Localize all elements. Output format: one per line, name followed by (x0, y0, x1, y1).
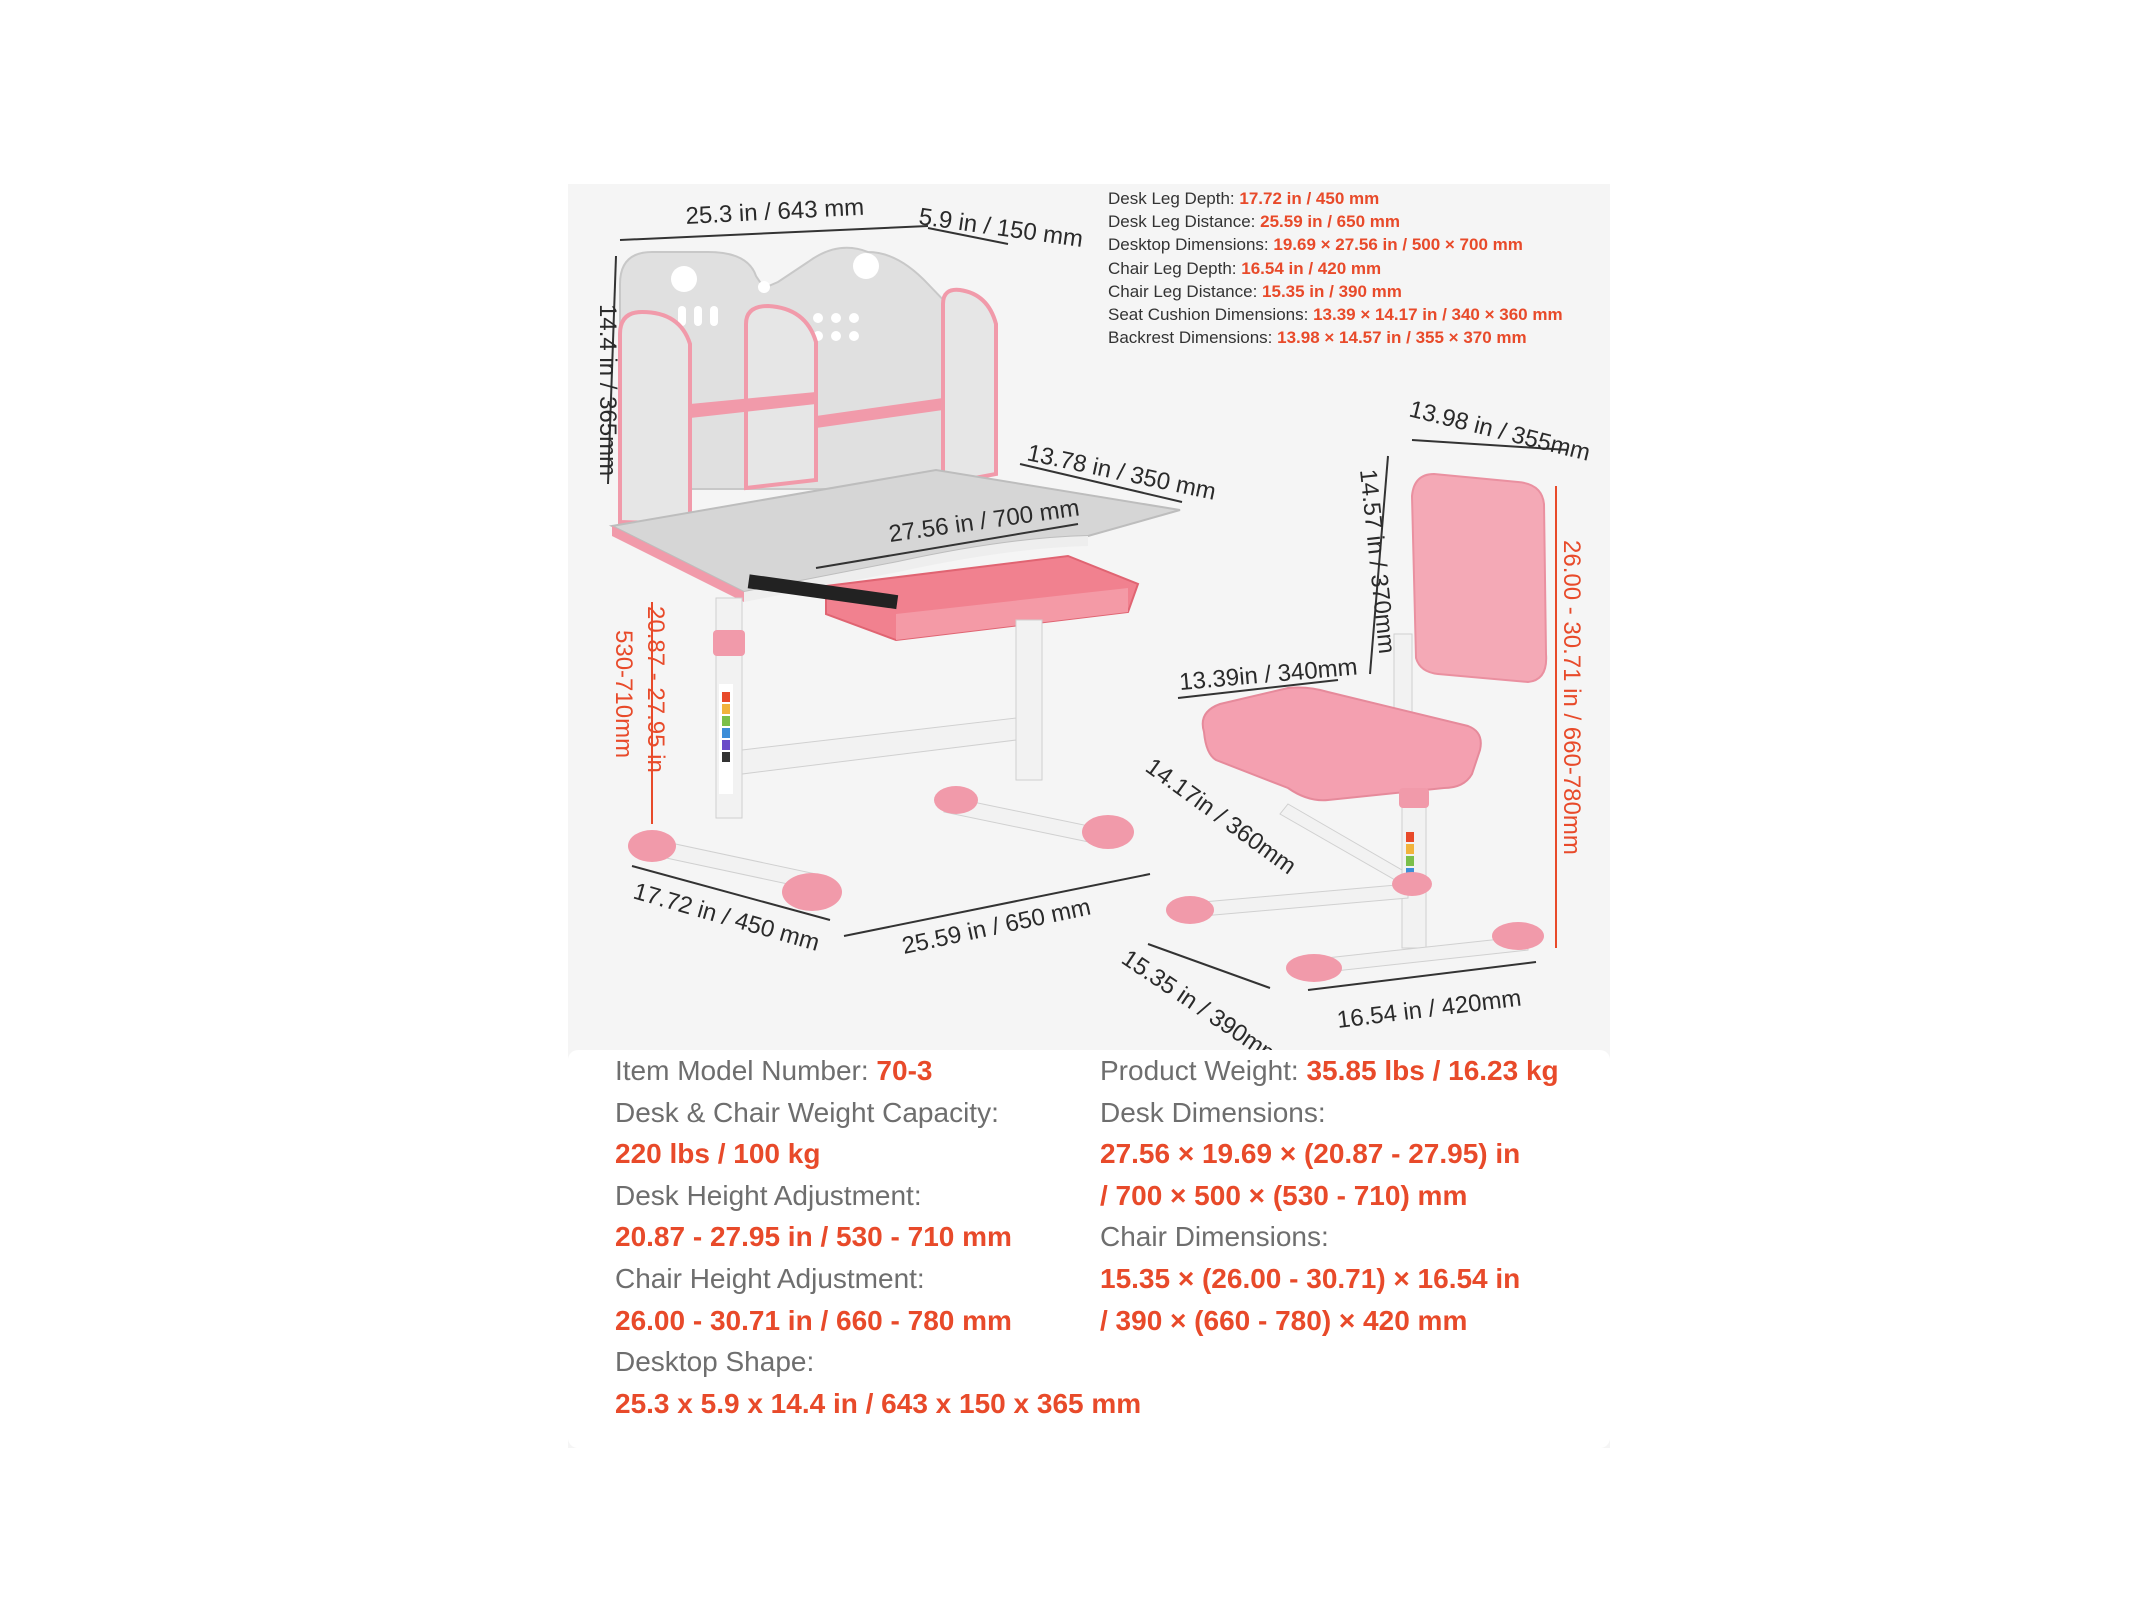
chair-seat (1201, 686, 1482, 802)
desk-height-label-mm: 530-710mm (610, 630, 637, 758)
backrest-width-label: 13.98 in / 355mm (1407, 396, 1593, 467)
backrest-height-label: 14.57 in / 370mm (1354, 468, 1400, 655)
desk-crossbar (741, 717, 1017, 775)
desk-foot-cap-1 (628, 830, 676, 862)
desk-dimensions-value-in: 27.56 × 19.69 × (20.87 - 27.95) in (1100, 1138, 1521, 1170)
hutch-width-label: 25.3 in / 643 mm (685, 194, 865, 230)
chair-backrest (1410, 472, 1548, 684)
chair-diagonal-brace (1279, 803, 1403, 885)
desktop-shape-value: 25.3 x 5.9 x 14.4 in / 643 x 150 x 365 m… (615, 1387, 1142, 1419)
chair-foot-cap-1 (1166, 896, 1214, 924)
chair-height-adjust-label: Chair Height Adjustment: (615, 1263, 925, 1294)
desktop-shape-label: Desktop Shape: (615, 1346, 815, 1378)
desktop-front-edge (744, 536, 1088, 602)
spec-legend: Desk Leg Depth: 17.72 in / 450 mm Desk L… (1108, 187, 1563, 349)
desk-foot-cap-3 (934, 786, 978, 814)
drawer-front (896, 588, 1128, 640)
chair-foot-left (1179, 883, 1409, 919)
desk-height-adjust-value: 20.87 - 27.95 in / 530 - 710 mm (615, 1221, 1012, 1253)
product-diagram: 25.3 in / 643 mm 5.9 in / 150 mm 14.4 in… (594, 194, 1593, 1050)
hutch-left-side (618, 309, 692, 527)
hutch-shelf-left (690, 392, 816, 418)
chair-foot-cap-2 (1392, 872, 1432, 896)
chair-dimensions-value-mm: / 390 × (660 - 780) × 420 mm (1100, 1304, 1468, 1336)
chair-height-label: 26.00 - 30.71 in / 660-780mm (1558, 540, 1585, 855)
chair-illustration (1166, 472, 1548, 982)
hutch-cutouts (671, 253, 879, 341)
chair-post-collar (1399, 788, 1429, 808)
desk-foot-cap-2 (782, 873, 842, 911)
desk-leg-left-collar (713, 630, 745, 656)
hutch-depth-label: 5.9 in / 150 mm (917, 203, 1085, 253)
desk-dimensions-label: Desk Dimensions: (1100, 1096, 1326, 1128)
product-weight: Product Weight: 35.85 lbs / 16.23 kg (1100, 1055, 1559, 1086)
desk-foot-cap-4 (1082, 815, 1134, 849)
legend-row: Chair Leg Depth: 16.54 in / 420 mm (1108, 258, 1382, 278)
legend-row: Chair Leg Distance: 15.35 in / 390 mm (1108, 281, 1402, 301)
spec-info-panel: Item Model Number: 70-3 Desk & Chair Wei… (568, 1050, 1610, 1448)
legend-row: Desk Leg Depth: 17.72 in / 450 mm (1108, 189, 1380, 208)
legend-row: Backrest Dimensions: 13.98 × 14.57 in / … (1108, 328, 1527, 348)
legend-row: Seat Cushion Dimensions: 13.39 × 14.17 i… (1108, 305, 1563, 325)
model-number: Item Model Number: 70-3 (615, 1055, 933, 1086)
desk-illustration (608, 246, 1181, 911)
desk-leg-right (1015, 619, 1043, 781)
chair-leg-distance-label: 15.35 in / 390mm (1117, 945, 1286, 1050)
product-card: 25.3 in / 643 mm 5.9 in / 150 mm 14.4 in… (568, 184, 1610, 1448)
desk-height-label-in: 20.87 - 27.95 in (642, 606, 669, 773)
chair-leg-depth-label: 16.54 in / 420mm (1335, 985, 1522, 1034)
hutch-shelf-right (816, 398, 943, 428)
chair-foot-cap-3 (1286, 954, 1342, 982)
capacity-label: Desk & Chair Weight Capacity: (615, 1096, 999, 1128)
hutch-right-side (941, 287, 998, 487)
desk-dimensions-value-mm: / 700 × 500 × (530 - 710) mm (1100, 1179, 1468, 1211)
dimension-lines (607, 225, 1569, 991)
chair-dimensions-label: Chair Dimensions: (1100, 1221, 1329, 1253)
legend-row: Desktop Dimensions: 19.69 × 27.56 in / 5… (1108, 235, 1523, 255)
capacity-value: 220 lbs / 100 kg (615, 1138, 821, 1170)
legend-row: Desk Leg Distance: 25.59 in / 650 mm (1108, 212, 1401, 232)
orange-dimension-lines (651, 486, 1557, 948)
desk-leg-distance-label: 25.59 in / 650 mm (900, 894, 1094, 960)
chair-dimensions-value-in: 15.35 × (26.00 - 30.71) × 16.54 in (1100, 1263, 1521, 1294)
hutch-height-label: 14.4 in / 365mm (594, 304, 621, 476)
seat-width-label: 13.39in / 340mm (1178, 653, 1358, 695)
drawer-slide (747, 574, 899, 610)
chair-foot-cap-4 (1492, 922, 1544, 950)
chair-height-adjust-value: 26.00 - 30.71 in / 660 - 780 mm (615, 1304, 1012, 1336)
desk-height-adjust-label: Desk Height Adjustment: (615, 1179, 922, 1211)
desktop-edge (612, 526, 744, 602)
desk-height-scale-colors (722, 692, 730, 762)
